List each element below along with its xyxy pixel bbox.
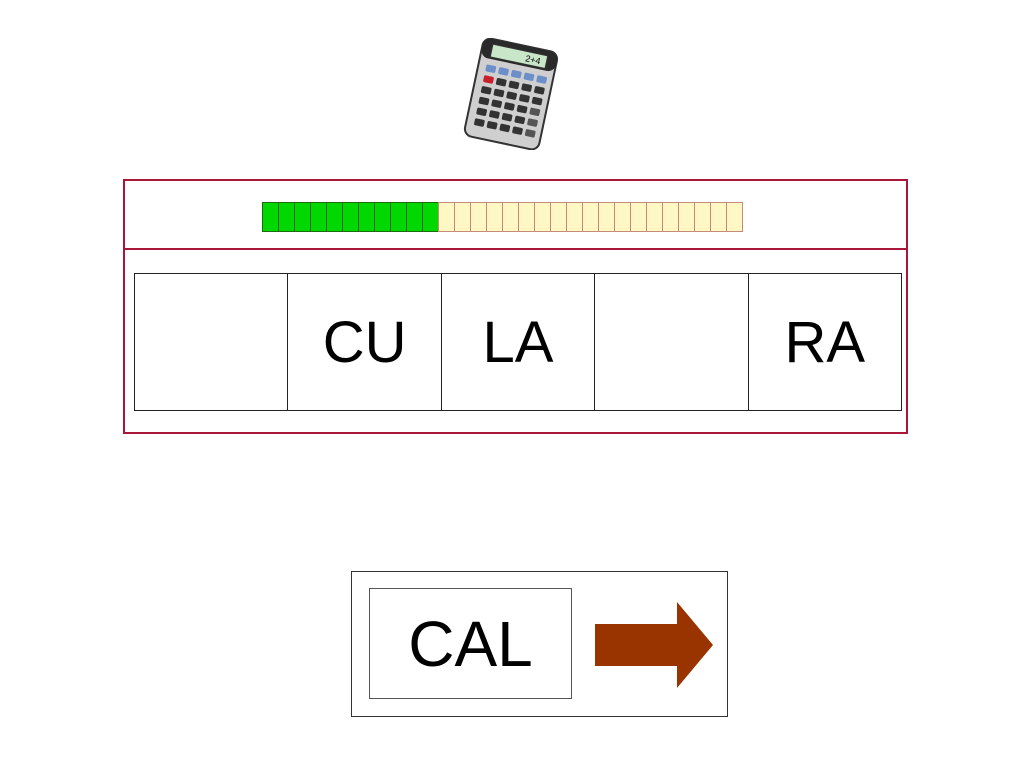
calculator-key [476,107,487,116]
progress-cell [438,202,455,232]
progress-cell [614,202,631,232]
calculator-key [524,129,536,138]
progress-cell [694,202,711,232]
progress-cell [262,202,279,232]
progress-cell [374,202,391,232]
progress-cell [630,202,647,232]
progress-cell [278,202,295,232]
calculator-key [498,67,509,76]
calculator-key [495,78,507,87]
progress-cell [390,202,407,232]
progress-cell [662,202,679,232]
progress-cell [342,202,359,232]
progress-cell [422,202,439,232]
calculator-key [531,96,543,106]
calculator-key [480,86,492,95]
calculator-key [506,91,518,100]
calculator-key [519,94,530,103]
progress-cell [598,202,615,232]
answer-syllable-tile[interactable]: CAL [369,588,572,699]
progress-cell [406,202,423,232]
calculator-display: 2+4 [524,53,541,66]
calculator-key [536,75,548,84]
progress-cell [326,202,343,232]
progress-cell [518,202,535,232]
calculator-key [510,69,522,79]
syllable-slot[interactable]: CU [288,274,442,410]
progress-cell [486,202,503,232]
progress-cell [294,202,311,232]
calculator-key [508,80,520,90]
progress-cell [550,202,567,232]
calculator-key [527,118,538,127]
calculator-key [483,75,494,84]
calculator-key [534,86,545,95]
calculator-icon: 2+4 [463,38,559,150]
calculator-key [516,104,528,114]
progress-cell [726,202,743,232]
progress-bar [262,202,743,232]
calculator-key [512,126,523,135]
progress-cell [710,202,727,232]
calculator-key [529,107,541,117]
syllable-slot[interactable]: LA [442,274,596,410]
calculator-key [504,102,515,111]
syllable-slot[interactable] [595,274,749,410]
answer-box: CAL [351,571,728,717]
progress-cell [470,202,487,232]
progress-cell [582,202,599,232]
calculator-key [499,123,511,133]
calculator-key [493,88,505,98]
calculator-key [489,110,500,119]
calculator-key [523,72,535,82]
calculator-key [501,113,513,122]
panel-divider [125,248,906,250]
calculator-key [474,118,485,127]
progress-cell [310,202,327,232]
progress-cell [566,202,583,232]
progress-cell [502,202,519,232]
calculator-key [478,96,490,106]
calculator-key [485,64,497,73]
calculator-key [521,83,533,92]
progress-cell [454,202,471,232]
calculator-key [514,115,526,125]
syllable-slot[interactable]: RA [784,309,866,375]
calculator-key [486,121,498,130]
calculator-key [491,99,503,108]
right-arrow-icon[interactable] [595,602,713,688]
progress-cell [646,202,663,232]
syllable-slot[interactable] [135,274,289,410]
progress-cell [358,202,375,232]
progress-cell [534,202,551,232]
progress-cell [678,202,695,232]
